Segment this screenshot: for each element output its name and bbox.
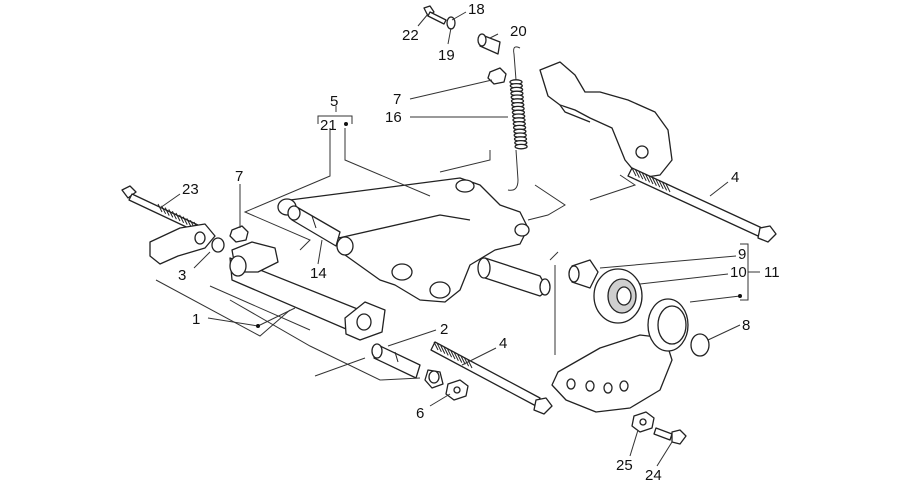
nut-25 <box>631 411 655 433</box>
bearing-10 <box>593 268 643 324</box>
bolt-thread <box>651 177 657 186</box>
callout-21: 21 <box>320 117 337 134</box>
callout-5: 5 <box>330 93 338 110</box>
callout-11: 11 <box>764 264 780 281</box>
callout-4-lower: 4 <box>499 335 507 352</box>
upper-bracket <box>539 61 673 179</box>
bolt-thread <box>648 175 654 185</box>
pin-2 <box>371 343 421 379</box>
callout-1: 1 <box>192 311 200 328</box>
callout-23: 23 <box>182 181 199 198</box>
bolt-thread <box>440 345 446 354</box>
bolt-24 <box>653 427 687 445</box>
bolt-thread <box>447 348 453 358</box>
bolt-thread <box>443 347 449 356</box>
callout-19: 19 <box>438 47 455 64</box>
bolt-thread <box>453 352 459 362</box>
callout-7-left: 7 <box>235 168 243 185</box>
bolt-thread <box>460 356 466 365</box>
circlip-8 <box>690 333 710 357</box>
nut-7-upper <box>487 67 507 85</box>
nut-7-left <box>229 225 249 243</box>
bolt-thread <box>433 341 439 351</box>
callout-3: 3 <box>178 267 186 284</box>
bolt-thread <box>645 174 651 183</box>
bushing-20 <box>477 33 501 55</box>
spring-coil <box>514 143 528 150</box>
front-axle <box>229 241 386 341</box>
bolt-thread <box>641 172 647 182</box>
bolt-thread <box>436 343 442 353</box>
callout-2: 2 <box>440 321 448 338</box>
bolt-thread <box>175 212 181 222</box>
roller-spacer-9 <box>568 259 599 289</box>
callout-14: 14 <box>310 265 327 282</box>
callout-labels: 22 18 19 20 7 16 5 21 23 7 3 14 1 2 4 6 … <box>178 1 780 480</box>
bolt-thread <box>634 169 640 178</box>
tension-spring <box>507 46 528 191</box>
bolt-thread <box>457 354 463 363</box>
callout-24: 24 <box>645 467 662 480</box>
callout-7-upper: 7 <box>393 91 401 108</box>
nut-6 <box>445 379 469 401</box>
bolt-thread <box>662 182 668 191</box>
bolt-thread <box>179 214 185 224</box>
swing-arm-frame <box>277 177 530 303</box>
bolt-thread <box>638 170 644 180</box>
bolt-thread <box>631 167 637 177</box>
callout-6: 6 <box>416 405 424 422</box>
bushing <box>424 369 444 389</box>
roller-ring <box>647 298 689 352</box>
callout-8: 8 <box>742 317 750 334</box>
bolt-thread <box>164 207 170 216</box>
callout-22: 22 <box>402 27 419 44</box>
roller-plate <box>551 334 673 413</box>
bolt-thread <box>182 216 188 225</box>
callout-25: 25 <box>616 457 633 474</box>
bolt-thread <box>658 180 664 190</box>
callout-4-upper: 4 <box>731 169 739 186</box>
callout-20: 20 <box>510 23 527 40</box>
pin-14 <box>287 205 341 247</box>
bolt-thread <box>665 183 671 193</box>
bolt-thread <box>186 218 192 227</box>
callout-9: 9 <box>738 246 746 263</box>
callout-16: 16 <box>385 109 402 126</box>
bolt-thread <box>168 209 174 218</box>
bolt-thread <box>161 205 167 215</box>
frame-shaft <box>477 257 551 297</box>
side-plate-3 <box>149 223 225 265</box>
bolt-thread <box>450 350 456 360</box>
bolt-22 <box>423 5 447 25</box>
callout-10: 10 <box>730 264 747 281</box>
callout-18: 18 <box>468 1 485 18</box>
bolt-4-upper <box>627 167 777 243</box>
bolt-thread <box>171 210 177 220</box>
bolt-thread <box>655 178 661 188</box>
bolt-4-lower <box>430 341 553 415</box>
leader-lines <box>155 11 760 467</box>
